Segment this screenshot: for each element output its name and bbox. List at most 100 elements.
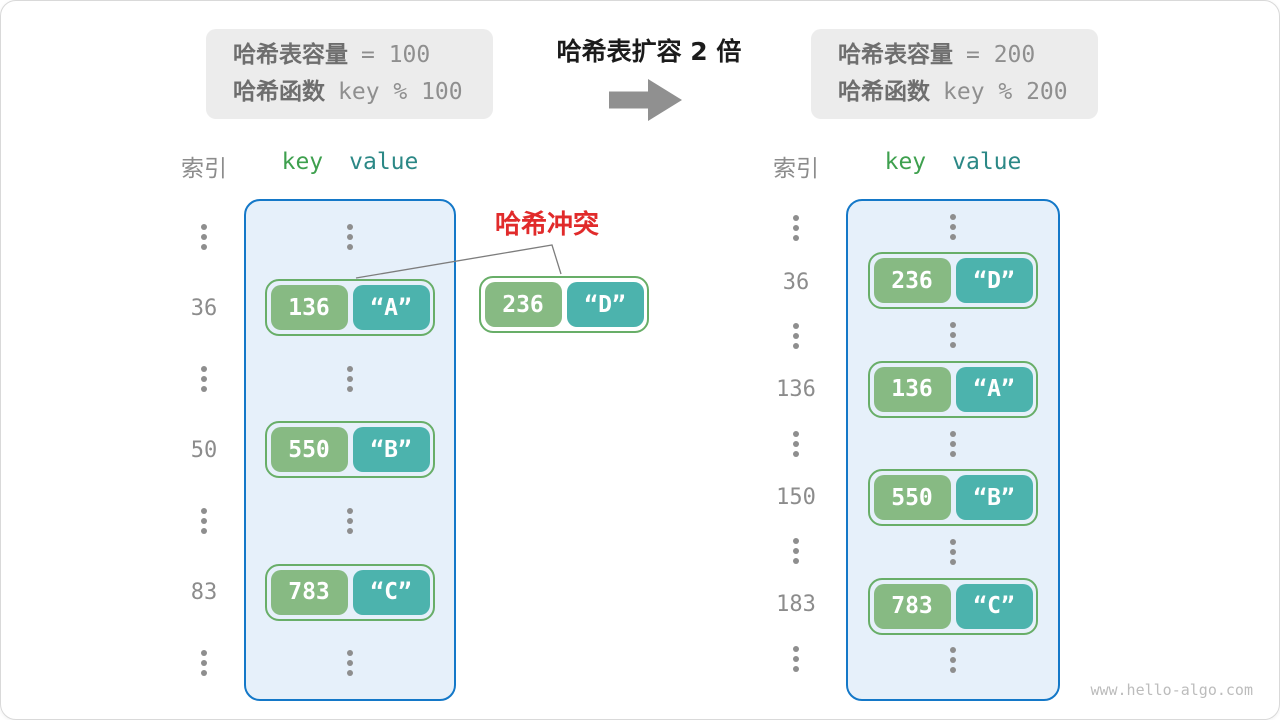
hash-function-value: key % 200 <box>943 78 1068 105</box>
index-slot: 183 <box>763 578 829 632</box>
dot <box>201 244 207 250</box>
dot <box>950 342 956 349</box>
ellipsis-dots-icon <box>347 365 353 392</box>
index-slot: 136 <box>763 363 829 417</box>
bucket-index: 36 <box>782 269 810 295</box>
ellipsis-dots-icon <box>950 430 956 457</box>
table-slot <box>848 635 1058 686</box>
ellipsis-dots-icon <box>201 366 207 392</box>
dot <box>950 233 956 240</box>
key-value-pair: 783“C” <box>265 563 435 621</box>
ellipsis-dots-icon <box>347 650 353 677</box>
table-slot: 136“A” <box>848 360 1058 418</box>
table-slot: 550“B” <box>848 469 1058 527</box>
bucket-index: 136 <box>776 377 816 403</box>
dot <box>347 243 353 250</box>
dot <box>793 645 799 652</box>
right-arrow-icon <box>609 78 683 122</box>
dot <box>950 667 956 674</box>
old-capacity-line: 哈希表容量= 100 <box>233 39 493 72</box>
dot <box>347 233 353 240</box>
dot <box>201 386 207 392</box>
colliding-pair-container: 236“D” <box>479 276 649 333</box>
left-kv-header: key value <box>244 149 456 175</box>
table-slot <box>246 201 454 272</box>
right-kv-header: key value <box>846 149 1060 175</box>
index-slot <box>763 524 829 578</box>
dot <box>950 322 956 329</box>
key-header: key <box>281 149 324 175</box>
dot <box>201 224 207 230</box>
dot <box>950 647 956 654</box>
dot <box>950 332 956 339</box>
dot <box>201 650 207 656</box>
value-box: “A” <box>352 285 430 331</box>
table-slot: 783“C” <box>246 557 454 628</box>
dot <box>347 518 353 525</box>
table-slot <box>848 309 1058 360</box>
capacity-label: 哈希表容量 <box>838 42 953 69</box>
dot <box>793 538 799 545</box>
index-slot <box>171 202 237 273</box>
dot <box>950 450 956 457</box>
key-value-pair: 783“C” <box>868 577 1038 635</box>
table-slot: 236“D” <box>848 252 1058 310</box>
hash-function-label: 哈希函数 <box>233 78 325 105</box>
ellipsis-dots-icon <box>950 647 956 674</box>
index-slot <box>763 202 829 256</box>
dot <box>201 660 207 666</box>
index-slot <box>763 309 829 363</box>
table-slot: 136“A” <box>246 272 454 343</box>
value-header: value <box>952 149 1022 175</box>
dot <box>793 450 799 457</box>
dot <box>793 558 799 565</box>
dot <box>793 548 799 555</box>
dot <box>347 223 353 230</box>
dot <box>793 225 799 232</box>
ellipsis-dots-icon <box>793 215 799 242</box>
dot <box>347 508 353 515</box>
key-value-pair: 236“D” <box>868 252 1038 310</box>
hash-function-value: key % 100 <box>338 78 463 105</box>
value-box: “A” <box>955 366 1033 412</box>
key-box: 236 <box>484 282 562 327</box>
watermark: www.hello-algo.com <box>1090 681 1253 699</box>
dot <box>347 670 353 677</box>
dot <box>201 234 207 240</box>
ellipsis-dots-icon <box>950 213 956 240</box>
value-box: “C” <box>352 569 430 615</box>
key-header: key <box>884 149 927 175</box>
bucket-index: 83 <box>190 579 218 605</box>
key-box: 783 <box>873 583 951 629</box>
bucket-index: 36 <box>190 295 218 321</box>
ellipsis-dots-icon <box>201 650 207 676</box>
new-capacity-line: 哈希表容量= 200 <box>838 39 1098 72</box>
dot <box>347 365 353 372</box>
value-box: “B” <box>352 427 430 473</box>
table-slot <box>246 628 454 699</box>
dot <box>347 385 353 392</box>
capacity-value: = 100 <box>361 42 431 69</box>
dot <box>793 430 799 437</box>
ellipsis-dots-icon <box>347 223 353 250</box>
value-box: “D” <box>955 258 1033 304</box>
dot <box>793 342 799 349</box>
key-box: 136 <box>270 285 348 331</box>
dot <box>793 440 799 447</box>
dot <box>950 548 956 555</box>
key-box: 550 <box>270 427 348 473</box>
value-box: “C” <box>955 583 1033 629</box>
ellipsis-dots-icon <box>793 645 799 672</box>
dot <box>201 670 207 676</box>
key-value-pair: 136“A” <box>868 360 1038 418</box>
old-hashfn-line: 哈希函数 key % 100 <box>233 76 493 109</box>
left-hash-table: 136“A” 550“B” 783“C” <box>244 199 456 701</box>
key-box: 783 <box>270 569 348 615</box>
key-box: 236 <box>873 258 951 304</box>
index-slot: 36 <box>171 273 237 344</box>
index-slot <box>763 632 829 686</box>
